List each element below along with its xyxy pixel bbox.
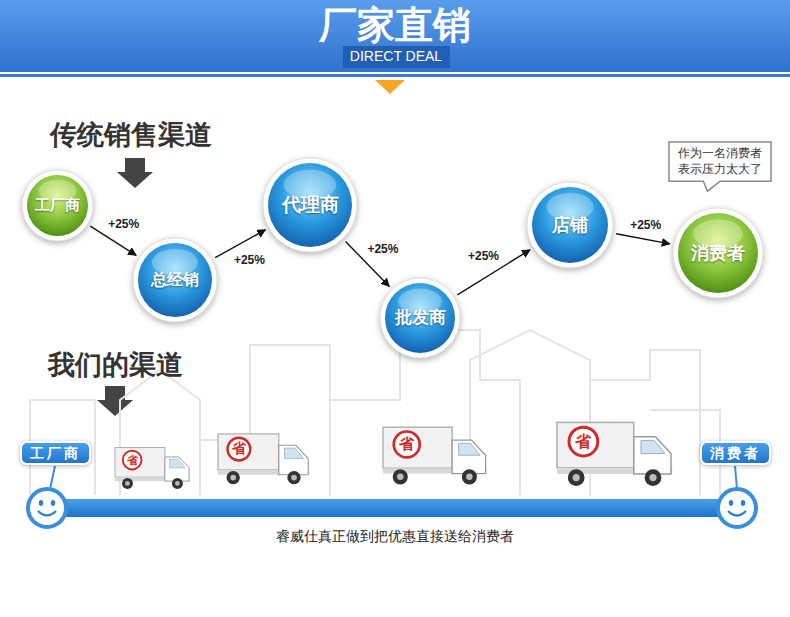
markup-label: +25% (232, 253, 267, 267)
channel-circle: 代理商 (262, 157, 358, 253)
node-label: 工厂商 (30, 445, 81, 461)
channel-bar (35, 499, 740, 517)
section-heading: 我们的渠道 (48, 351, 183, 381)
truck (557, 422, 672, 486)
node-label: 批发商 (395, 308, 446, 328)
truck (218, 434, 309, 484)
bubble-text: 作为一名消费者 表示压力太大了 (675, 146, 765, 177)
markup-label: +25% (365, 242, 400, 256)
truck (383, 427, 487, 484)
node-label: 店铺 (552, 215, 588, 236)
endpoint-tag: 工厂商 (20, 441, 91, 465)
node-label: 总经销 (151, 271, 199, 289)
caption: 睿威仕真正做到把优惠直接送给消费者 (276, 528, 514, 546)
channel-circle: 消费者 (672, 207, 764, 299)
markup-label: +25% (466, 249, 501, 263)
city-skyline (30, 330, 720, 495)
node-label: 代理商 (282, 194, 339, 216)
truck-badge: 省 (232, 441, 246, 456)
node-label: 消费者 (710, 445, 761, 461)
markup-label: +25% (628, 218, 663, 232)
flow-arrow (616, 234, 670, 244)
header-rule (0, 74, 790, 77)
markup-label: +25% (106, 217, 141, 231)
header-band (0, 0, 790, 72)
smiley-icon (28, 489, 66, 527)
subtitle: DIRECT DEAL (350, 49, 442, 64)
page-title: 厂家直销 (319, 5, 471, 47)
node-label: 工厂商 (35, 196, 80, 213)
tag-stem (735, 466, 737, 489)
orange-pointer (375, 80, 405, 94)
subtitle-bar (343, 46, 450, 68)
section-heading: 传统销售渠道 (50, 121, 212, 151)
truck-badge: 省 (399, 436, 414, 453)
channel-circle: 批发商 (379, 277, 461, 359)
smiley-icon (718, 489, 756, 527)
truck-badge: 省 (575, 433, 591, 451)
channel-circle: 总经销 (132, 237, 218, 323)
channel-circle: 工厂商 (21, 169, 94, 242)
node-label: 消费者 (691, 243, 745, 264)
channel-circle: 店铺 (526, 181, 614, 269)
truck (115, 448, 190, 489)
endpoint-tag: 消费者 (700, 441, 771, 465)
down-arrow (97, 386, 133, 416)
tag-stem (50, 466, 55, 489)
speech-bubble: 作为一名消费者 表示压力太大了 (668, 141, 772, 182)
down-arrow (117, 158, 153, 188)
truck-badge: 省 (127, 454, 138, 466)
